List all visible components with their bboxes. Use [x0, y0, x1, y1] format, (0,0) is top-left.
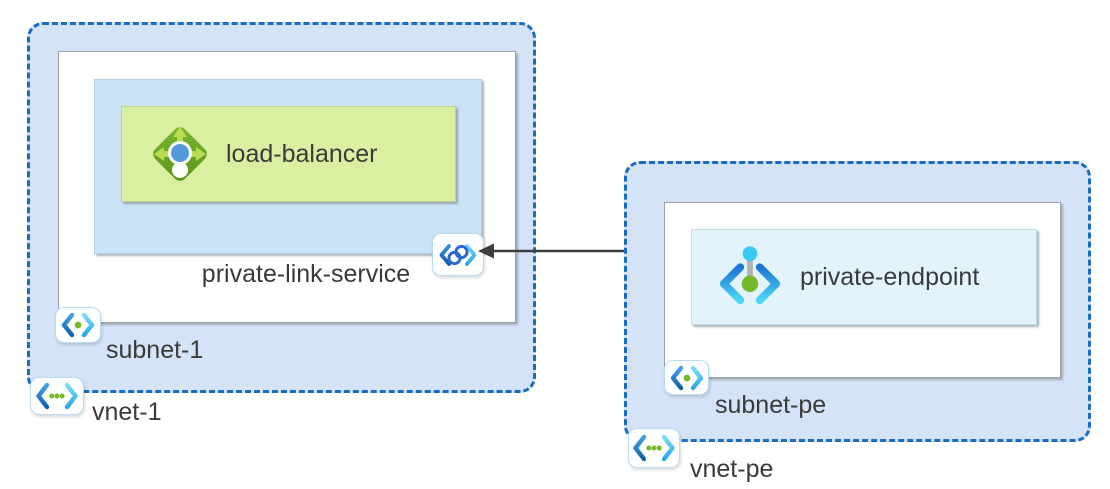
- load-balancer-icon: [148, 122, 212, 186]
- vnet-1-box: load-balancer private-link-service: [27, 22, 536, 426]
- subnet-pe-box: private-endpoint: [664, 202, 1061, 378]
- vnet-pe-box: private-endpoint subnet-pe: [624, 161, 1091, 483]
- private-endpoint-box: private-endpoint: [691, 229, 1037, 325]
- load-balancer-label: load-balancer: [226, 139, 378, 168]
- private-endpoint-label: private-endpoint: [800, 262, 980, 291]
- virtual-network-icon: [628, 428, 680, 468]
- private-link-service-label: private-link-service: [201, 260, 411, 288]
- vnet-1-label: vnet-1: [92, 398, 162, 426]
- load-balancer-box: load-balancer: [121, 106, 456, 202]
- subnet-icon: [664, 360, 709, 395]
- subnet-1-label: subnet-1: [106, 336, 204, 364]
- subnet-1-box: load-balancer private-link-service: [58, 51, 516, 323]
- private-link-service-box: load-balancer private-link-service: [94, 79, 484, 288]
- private-endpoint-icon: [714, 244, 786, 310]
- subnet-icon: [55, 307, 101, 343]
- private-link-service-icon: [432, 233, 484, 276]
- virtual-network-icon: [30, 377, 84, 415]
- subnet-pe-label: subnet-pe: [715, 391, 827, 419]
- vnet-pe-label: vnet-pe: [690, 455, 774, 483]
